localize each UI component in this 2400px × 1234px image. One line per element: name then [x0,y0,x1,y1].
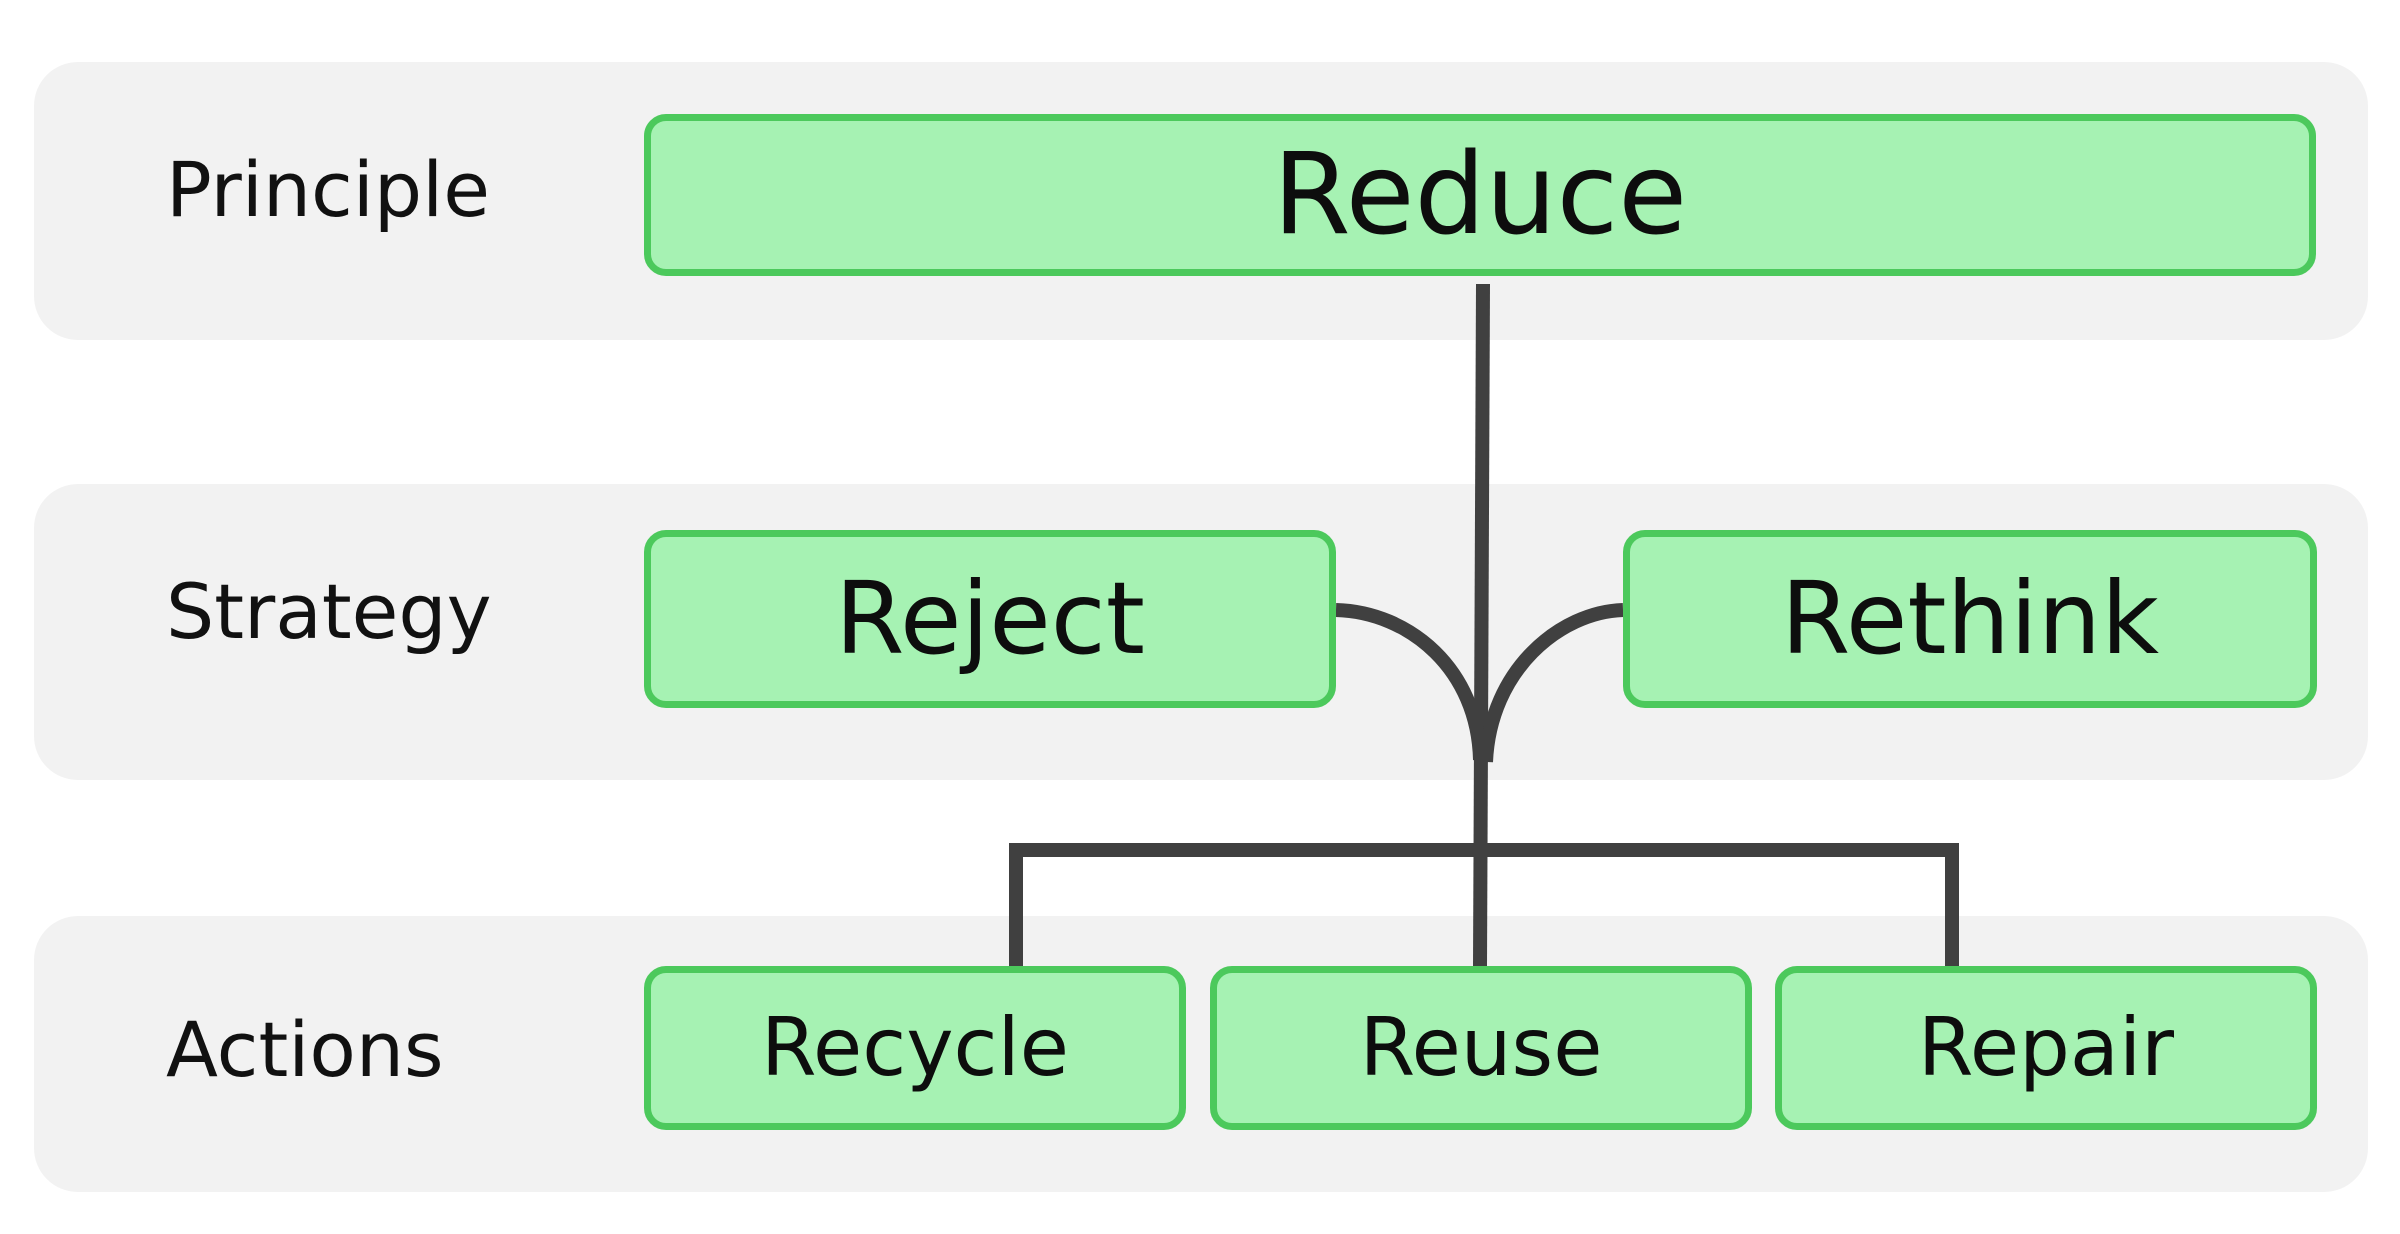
row-label-strategy: Strategy [166,567,492,656]
row-label-actions: Actions [166,1005,444,1094]
node-rethink: Rethink [1623,530,2317,708]
reject-curve-connector [1335,603,1487,761]
trunk-connector [1473,283,1490,967]
node-reuse: Reuse [1210,966,1752,1130]
node-reject: Reject [644,530,1336,708]
row-label-principle: Principle [166,145,491,234]
rethink-curve-connector [1479,603,1624,763]
node-reduce: Reduce [644,114,2316,276]
actions-bracket-connector [1009,843,1959,966]
node-repair: Repair [1775,966,2317,1130]
node-recycle: Recycle [644,966,1186,1130]
